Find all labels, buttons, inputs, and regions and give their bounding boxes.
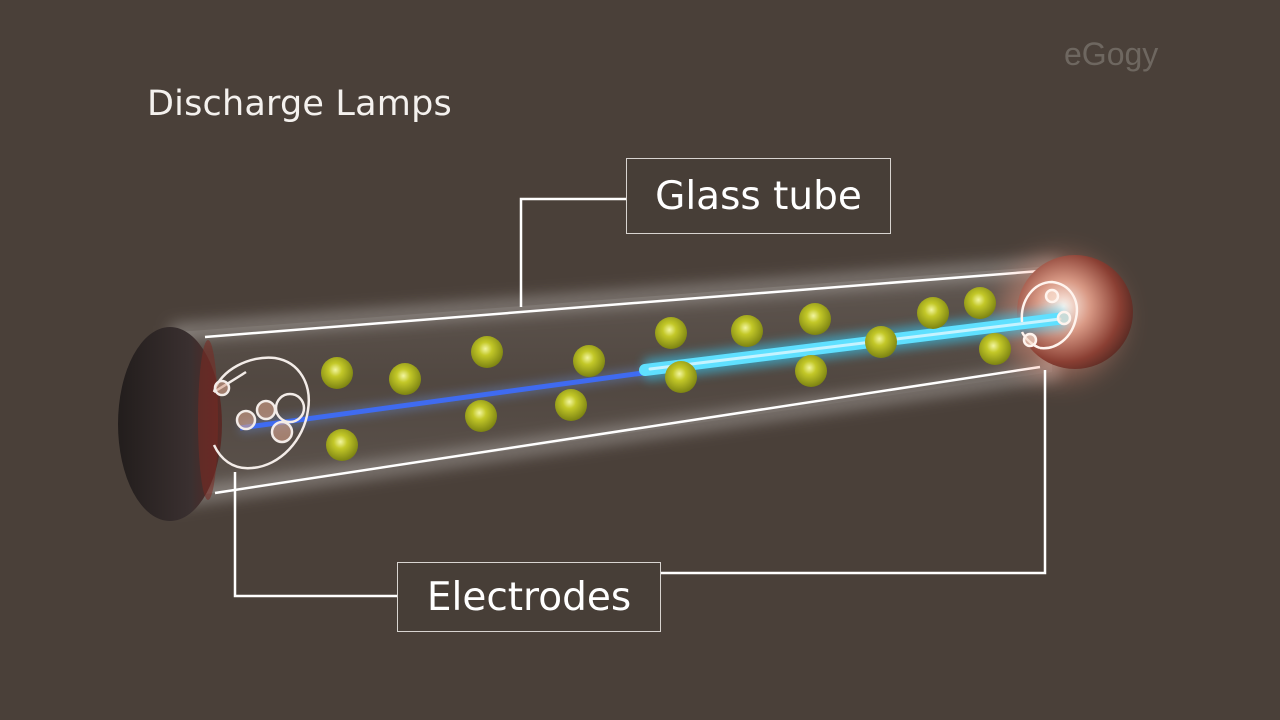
gas-atom-icon <box>799 303 831 335</box>
lamp-end-cap-icon <box>118 327 222 521</box>
gas-atom-icon <box>964 287 996 319</box>
gas-atom-icon <box>865 326 897 358</box>
glass-tube-leader-line <box>519 197 626 307</box>
glass-tube-label: Glass tube <box>626 158 891 234</box>
electrodes-label-text: Electrodes <box>426 574 632 620</box>
gas-atom-icon <box>555 389 587 421</box>
electrode-filament-icon <box>1020 280 1079 350</box>
glass-tube <box>171 258 1059 507</box>
gas-atom-icon <box>795 355 827 387</box>
gas-atoms <box>321 287 1011 461</box>
electrodes-leader-line-left <box>233 472 397 598</box>
gas-atom-icon <box>979 333 1011 365</box>
gas-atom-icon <box>665 361 697 393</box>
gas-atom-icon <box>917 297 949 329</box>
watermark-logo: eGogy <box>1064 36 1159 72</box>
gas-atom-icon <box>573 345 605 377</box>
gas-atom-icon <box>321 357 353 389</box>
electrodes-leader-line-right <box>661 370 1047 575</box>
gas-atom-icon <box>471 336 503 368</box>
electrodes-label: Electrodes <box>397 562 661 632</box>
discharge-arc <box>239 307 1071 433</box>
gas-atom-icon <box>389 363 421 395</box>
electrode-filament-icon <box>212 356 310 470</box>
gas-atom-icon <box>731 315 763 347</box>
page-title: Discharge Lamps <box>147 84 452 124</box>
glass-tube-label-text: Glass tube <box>655 173 862 219</box>
gas-atom-icon <box>465 400 497 432</box>
gas-atom-icon <box>326 429 358 461</box>
gas-atom-icon <box>655 317 687 349</box>
